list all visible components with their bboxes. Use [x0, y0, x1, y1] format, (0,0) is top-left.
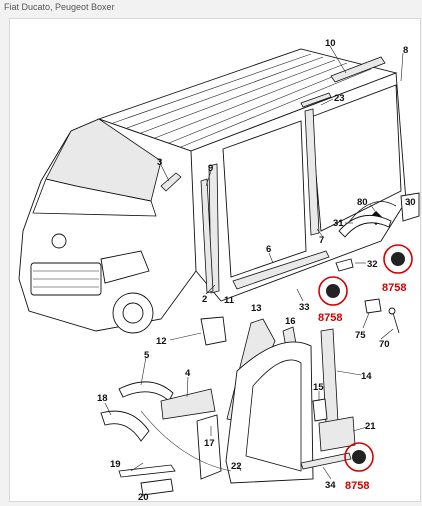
part-label-10: 10	[325, 38, 336, 49]
lower-parts	[100, 316, 356, 496]
part-label-14: 14	[361, 371, 372, 382]
callout-label-2: 8758	[318, 312, 342, 324]
part-label-9: 9	[208, 163, 213, 174]
part-label-75: 75	[355, 330, 366, 341]
part-label-70: 70	[379, 339, 390, 350]
leader-lines	[104, 45, 411, 480]
part-label-32: 32	[367, 259, 378, 270]
part-label-23: 23	[334, 93, 345, 104]
diagram-frame: 10 8 23 80 30 3 9 7 31 32 6 2 11 33 13 1…	[9, 18, 421, 503]
part-label-6: 6	[266, 244, 271, 255]
part-label-12: 12	[156, 336, 167, 347]
callout-label-3: 8758	[345, 480, 369, 492]
part-label-17: 17	[204, 438, 215, 449]
page-caption: Fiat Ducato, Peugeot Boxer	[4, 2, 115, 12]
highlight-circle-1	[383, 244, 413, 274]
parts-diagram: 10 8 23 80 30 3 9 7 31 32 6 2 11 33 13 1…	[18, 38, 420, 503]
part-label-31: 31	[333, 218, 344, 229]
part-label-20: 20	[138, 492, 149, 501]
part-label-22: 22	[231, 461, 242, 472]
part-label-33: 33	[299, 302, 310, 313]
part-label-4: 4	[185, 368, 191, 379]
part-label-80: 80	[357, 197, 368, 208]
van-body	[18, 48, 420, 334]
part-label-13: 13	[251, 303, 262, 314]
part-label-21: 21	[365, 421, 376, 432]
part-label-34: 34	[325, 480, 336, 491]
part-label-3: 3	[157, 157, 162, 168]
part-label-5: 5	[144, 350, 150, 361]
part-label-18: 18	[97, 393, 108, 404]
part-label-7: 7	[319, 235, 324, 246]
part-label-16: 16	[285, 316, 296, 327]
highlight-markers	[318, 244, 413, 472]
part-label-15: 15	[313, 382, 324, 393]
part-label-8: 8	[403, 45, 408, 56]
part-label-30: 30	[405, 197, 416, 208]
part-label-11: 11	[224, 295, 235, 306]
callout-label-1: 8758	[382, 282, 406, 294]
part-labels: 10 8 23 80 30 3 9 7 31 32 6 2 11 33 13 1…	[97, 38, 416, 503]
highlight-circle-2	[318, 276, 348, 306]
part-label-2: 2	[202, 294, 207, 305]
highlight-circle-3	[344, 442, 374, 472]
part-label-19: 19	[110, 459, 121, 470]
